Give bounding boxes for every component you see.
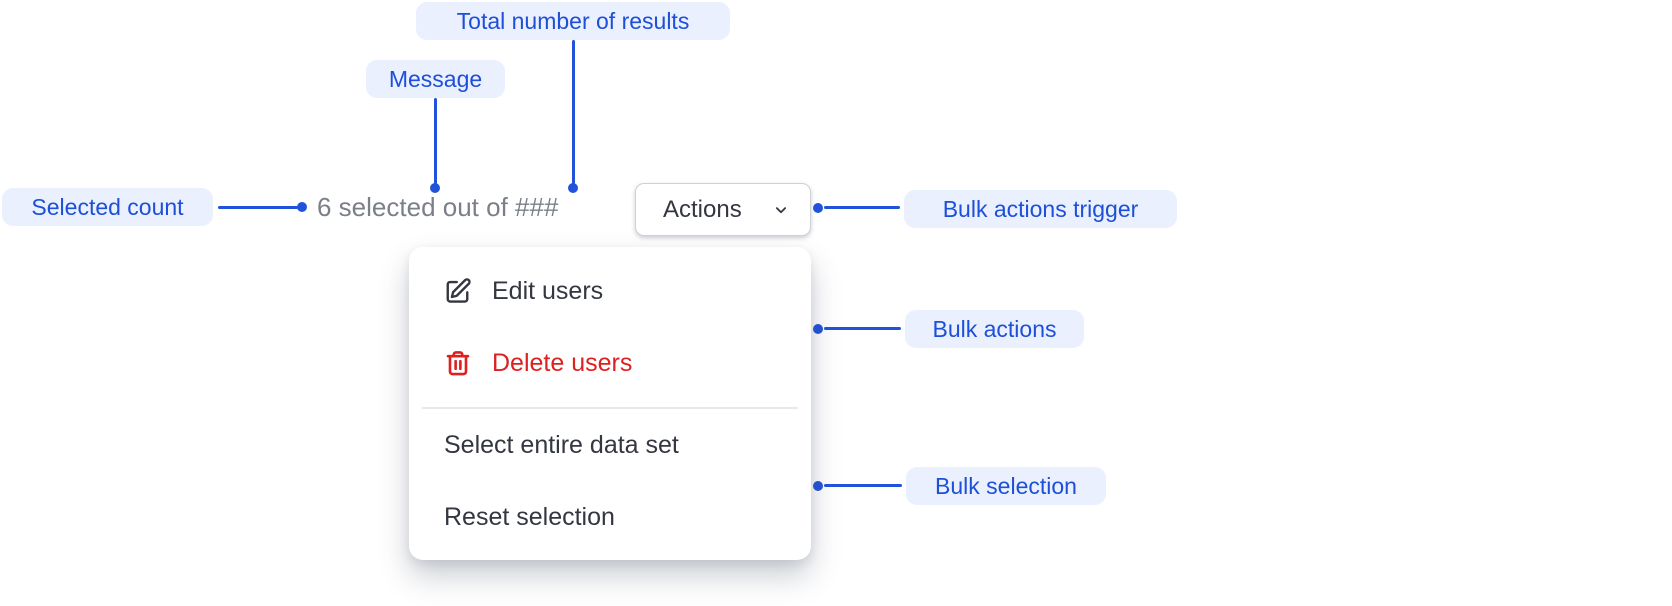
- trash-icon: [443, 348, 473, 378]
- selected-count-message: 6 selected out of ###: [317, 192, 559, 222]
- connector-line-selected-count: [218, 206, 298, 209]
- annotation-label-total-results: Total number of results: [416, 2, 730, 40]
- connector-dot-total-results: [568, 183, 578, 193]
- menu-item-edit-users[interactable]: Edit users: [409, 261, 811, 321]
- annotation-label-message: Message: [366, 60, 505, 98]
- menu-item-select-entire-data-set[interactable]: Select entire data set: [409, 415, 811, 475]
- connector-dot-message: [430, 183, 440, 193]
- menu-item-label: Reset selection: [444, 502, 615, 531]
- connector-line-bulk-actions-trigger: [824, 206, 900, 209]
- connector-dot-bulk-actions: [813, 324, 823, 334]
- chevron-down-icon: [772, 201, 790, 219]
- connector-line-bulk-selection: [824, 484, 902, 487]
- connector-dot-bulk-actions-trigger: [813, 203, 823, 213]
- annotation-label-bulk-selection: Bulk selection: [906, 467, 1106, 505]
- annotation-label-bulk-actions: Bulk actions: [905, 310, 1084, 348]
- bulk-actions-menu: Edit users Delete users Select entire da…: [409, 247, 811, 560]
- menu-item-label: Edit users: [492, 276, 604, 305]
- connector-dot-bulk-selection: [813, 481, 823, 491]
- connector-dot-selected-count: [297, 202, 307, 212]
- pencil-square-icon: [443, 276, 473, 306]
- connector-line-bulk-actions: [824, 327, 901, 330]
- annotation-label-selected-count: Selected count: [2, 188, 213, 226]
- menu-item-label: Select entire data set: [444, 430, 679, 459]
- menu-item-delete-users[interactable]: Delete users: [409, 333, 811, 393]
- actions-button-label: Actions: [663, 195, 742, 223]
- menu-item-label: Delete users: [492, 348, 633, 377]
- menu-item-reset-selection[interactable]: Reset selection: [409, 487, 811, 547]
- annotation-label-bulk-actions-trigger: Bulk actions trigger: [904, 190, 1177, 228]
- connector-line-message: [434, 98, 437, 184]
- bulk-actions-trigger-button[interactable]: Actions: [635, 183, 811, 236]
- menu-divider: [422, 407, 798, 409]
- connector-line-total-results: [572, 40, 575, 184]
